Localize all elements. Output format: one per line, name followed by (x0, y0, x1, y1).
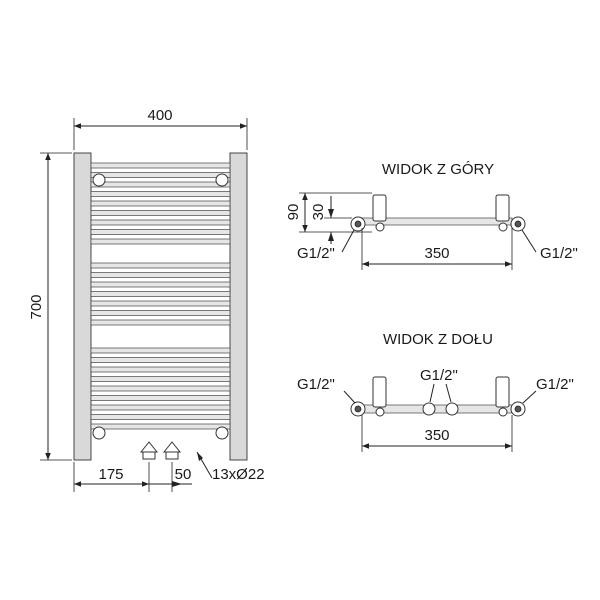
radiator-bar (90, 395, 231, 401)
radiator-bar (90, 300, 231, 307)
bottom-left-connection: G1/2" (297, 376, 335, 393)
bottom-view: WIDOK Z DOŁU G1/2" G1/2" G1/2" 350 (297, 331, 574, 452)
offset-30-dimension: 30 (310, 204, 327, 221)
radiator-bar (90, 229, 231, 235)
tubes-label: 13xØ22 (212, 466, 265, 483)
radiator-bar (90, 404, 231, 411)
radiator-bar (90, 366, 231, 373)
front-view: 400 700 175 50 13xØ22 (28, 107, 265, 492)
bottom-span-dimension: 350 (424, 427, 449, 444)
bottom-right-plug (215, 426, 229, 440)
top-right-plug (215, 173, 229, 187)
left-rail (73, 152, 92, 461)
radiator-bar (90, 319, 231, 326)
top-view: WIDOK Z GÓRY 90 30 350 G1/2" G1/2" (285, 161, 578, 270)
center-left-valve (422, 402, 436, 416)
top-right-tube (495, 194, 510, 222)
center-right-valve (445, 402, 459, 416)
right-rail (229, 152, 248, 461)
radiator-bar (90, 219, 231, 226)
bottom-left-plug (92, 426, 106, 440)
radiator-bar (90, 291, 231, 297)
top-view-title: WIDOK Z GÓRY (382, 161, 494, 178)
width-dimension: 400 (147, 107, 172, 124)
radiator-bar (90, 210, 231, 216)
radiator-bar (90, 181, 231, 188)
top-right-connection: G1/2" (540, 245, 578, 262)
radiator-bar (90, 310, 231, 316)
bottom-left-tube (372, 376, 387, 408)
radiator-bar (90, 162, 231, 169)
radiator-bar (90, 191, 231, 197)
height-dimension: 700 (28, 294, 45, 319)
radiator-bar (90, 172, 231, 178)
radiator-bar (90, 385, 231, 392)
bottom-view-title: WIDOK Z DOŁU (383, 331, 493, 348)
bottom-center-connection: G1/2" (420, 367, 458, 384)
bottom-right-connection: G1/2" (536, 376, 574, 393)
radiator-bar (90, 414, 231, 420)
radiator-bar (90, 200, 231, 207)
valve-spacing-dimension: 50 (175, 466, 192, 483)
offset-dimension: 175 (98, 466, 123, 483)
horizontal-bars (90, 162, 231, 430)
radiator-bar (90, 262, 231, 269)
radiator-bar (90, 423, 231, 430)
depth-dimension: 90 (285, 204, 302, 221)
top-span-dimension: 350 (424, 245, 449, 262)
bottom-right-tube (495, 376, 510, 408)
bottom-valves (139, 441, 182, 460)
top-left-connection: G1/2" (297, 245, 335, 262)
radiator-bar (90, 281, 231, 288)
top-left-tube (372, 194, 387, 222)
top-left-plug (92, 173, 106, 187)
radiator-bar (90, 347, 231, 354)
radiator-bar (90, 272, 231, 278)
radiator-bar (90, 238, 231, 245)
radiator-bar (90, 376, 231, 382)
radiator-bar (90, 357, 231, 363)
